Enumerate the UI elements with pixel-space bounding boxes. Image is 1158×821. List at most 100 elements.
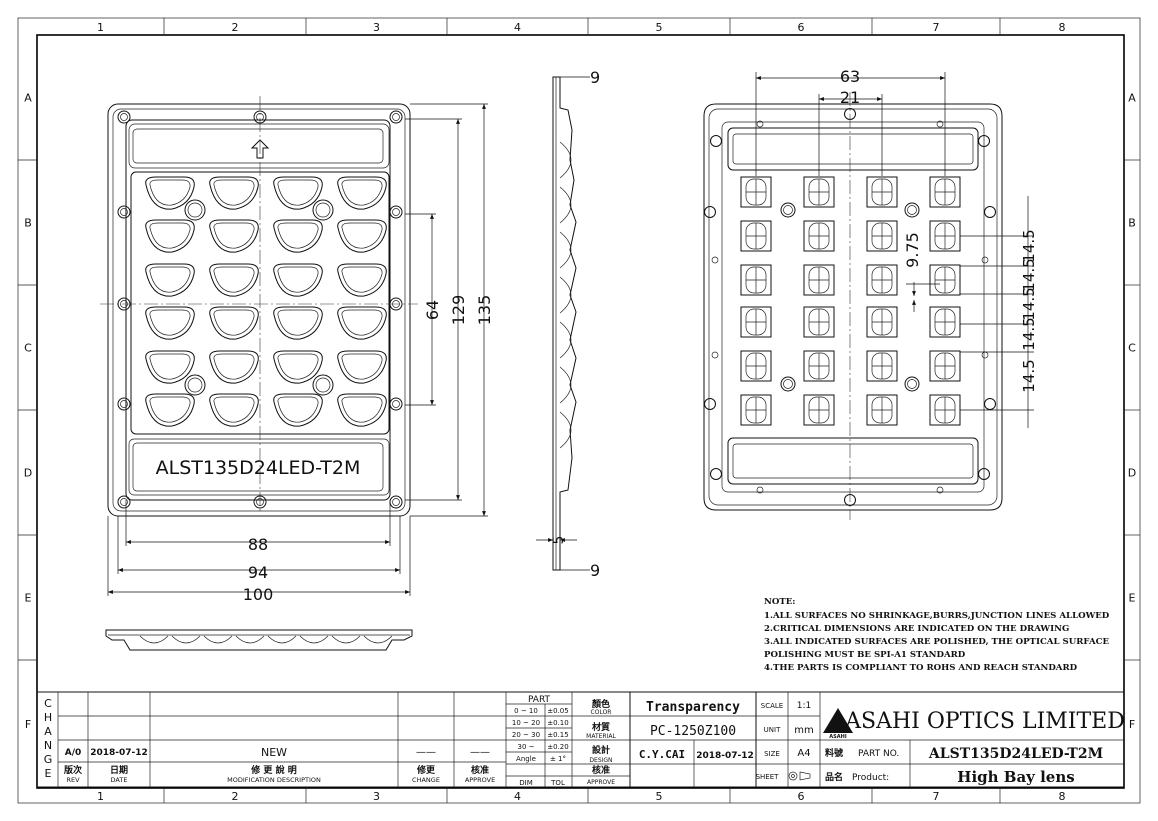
small-hole bbox=[711, 256, 719, 264]
led-cell bbox=[929, 176, 961, 208]
lens-cell bbox=[209, 393, 259, 427]
dim-pitch-3: 14.5 bbox=[1020, 287, 1038, 320]
value-part-no: ALST135D24LED-T2M bbox=[928, 746, 1103, 762]
column-label-top: 7 bbox=[933, 21, 940, 34]
front-outer-outline bbox=[107, 103, 411, 517]
screw-hole bbox=[389, 495, 403, 509]
value-product: High Bay lens bbox=[957, 768, 1074, 786]
row-label-left: F bbox=[25, 718, 31, 731]
column-label-bottom: 5 bbox=[656, 790, 663, 803]
small-hole bbox=[936, 486, 944, 494]
led-cell bbox=[866, 264, 898, 296]
side-lens-bump bbox=[559, 231, 572, 269]
side-lens-bump bbox=[559, 321, 572, 359]
back-pin-hole-inner bbox=[783, 379, 793, 389]
front-outer-inset bbox=[112, 108, 406, 512]
mount-hole bbox=[984, 206, 996, 218]
row-label-right: B bbox=[1128, 217, 1136, 230]
rev-value: A/0 bbox=[65, 748, 82, 758]
led-cell bbox=[740, 394, 772, 426]
lbl-sheet: SHEET bbox=[756, 773, 780, 781]
back-bottom-bar bbox=[727, 437, 979, 485]
screw-hole bbox=[117, 397, 131, 411]
lens-cell-inner bbox=[341, 353, 383, 380]
column-label-top: 2 bbox=[232, 21, 239, 34]
front-top-bar bbox=[128, 123, 390, 169]
tol-dim: DIM bbox=[519, 779, 533, 787]
note-1: 1.ALL SURFACES NO SHRINKAGE,BURRS,JUNCTI… bbox=[764, 611, 1110, 621]
row-label-right: F bbox=[1129, 718, 1135, 731]
led-cell bbox=[740, 176, 772, 208]
lens-cell bbox=[209, 263, 259, 297]
dim-pitch-5: 14.5 bbox=[1020, 359, 1038, 392]
lbl-color-en: COLOR bbox=[591, 709, 612, 716]
back-pin-hole bbox=[780, 202, 796, 218]
back-pin-hole-inner bbox=[783, 205, 793, 215]
led-cell bbox=[803, 394, 835, 426]
mount-hole bbox=[704, 206, 716, 218]
led-cell bbox=[866, 220, 898, 252]
part-label-text: ALST135D24LED-T2M bbox=[156, 457, 361, 479]
small-hole bbox=[981, 351, 989, 359]
led-cell bbox=[740, 220, 772, 252]
locating-pin-inner bbox=[187, 202, 203, 218]
dim-side-bottom: 9 bbox=[590, 561, 600, 580]
side-lens-bump bbox=[559, 276, 572, 314]
column-label-bottom: 1 bbox=[97, 790, 104, 803]
row-label-right: A bbox=[1128, 92, 1136, 105]
hdr-rev-en: REV bbox=[66, 776, 80, 784]
led-cell bbox=[740, 350, 772, 382]
row-label-right: C bbox=[1128, 342, 1136, 355]
note-3b: POLISHING MUST BE SPI-A1 STANDARD bbox=[764, 650, 966, 660]
side-lens-bump bbox=[559, 186, 572, 224]
lens-cell bbox=[337, 219, 387, 253]
value-material: PC-1250Z100 bbox=[650, 724, 736, 739]
column-label-bottom: 3 bbox=[373, 790, 380, 803]
screw-hole-inner bbox=[120, 113, 128, 121]
dim-pitch-1: 14.5 bbox=[1020, 229, 1038, 262]
lbl-part-en: PART NO. bbox=[858, 749, 899, 759]
lens-cell-inner bbox=[213, 266, 255, 293]
screw-hole-inner bbox=[120, 400, 128, 408]
small-hole bbox=[981, 256, 989, 264]
lens-cell-inner bbox=[277, 353, 319, 380]
up-arrow-icon bbox=[250, 139, 270, 159]
screw-hole bbox=[117, 495, 131, 509]
front-lens-grid bbox=[145, 176, 387, 427]
lbl-design-cn: 設計 bbox=[592, 744, 610, 756]
back-mount-holes bbox=[704, 108, 996, 506]
lens-cell-inner bbox=[149, 396, 191, 423]
screw-hole bbox=[389, 110, 403, 124]
change-letter-g: G bbox=[44, 753, 53, 766]
column-label-top: 8 bbox=[1059, 21, 1066, 34]
outer-frame bbox=[17, 17, 1141, 804]
value-design-date: 2018-07-12 bbox=[696, 751, 754, 761]
projection-symbol-icon bbox=[788, 771, 811, 781]
small-hole bbox=[936, 120, 944, 128]
lens-cell bbox=[145, 263, 195, 297]
lens-cell bbox=[273, 219, 323, 253]
hdr-desc-en: MODIFICATION DESCRIPTION bbox=[227, 776, 321, 784]
edge-lens-bump bbox=[267, 635, 297, 644]
lbl-product-en: Product: bbox=[852, 773, 889, 783]
back-led-cells bbox=[740, 176, 961, 426]
tol-tol: TOL bbox=[550, 779, 565, 787]
lens-cell-inner bbox=[277, 396, 319, 423]
led-cell bbox=[803, 350, 835, 382]
lens-cell-inner bbox=[341, 179, 383, 206]
front-dimensions: 88 94 100 64 129 135 bbox=[107, 103, 494, 604]
row-label-left: A bbox=[24, 92, 32, 105]
value-scale: 1:1 bbox=[797, 701, 811, 711]
lens-cell-inner bbox=[277, 266, 319, 293]
dim-135: 135 bbox=[475, 295, 494, 326]
locating-pin bbox=[184, 199, 206, 221]
dim-64: 64 bbox=[423, 300, 442, 320]
column-label-top: 6 bbox=[798, 21, 805, 34]
dim-129: 129 bbox=[449, 295, 468, 326]
locating-pin-inner bbox=[315, 377, 331, 393]
lens-cell bbox=[337, 263, 387, 297]
led-cell bbox=[803, 264, 835, 296]
lens-cell-inner bbox=[213, 179, 255, 206]
note-2: 2.CRITICAL DIMENSIONS ARE INDICATED ON T… bbox=[764, 624, 1069, 634]
back-outer-outline bbox=[703, 103, 1003, 511]
